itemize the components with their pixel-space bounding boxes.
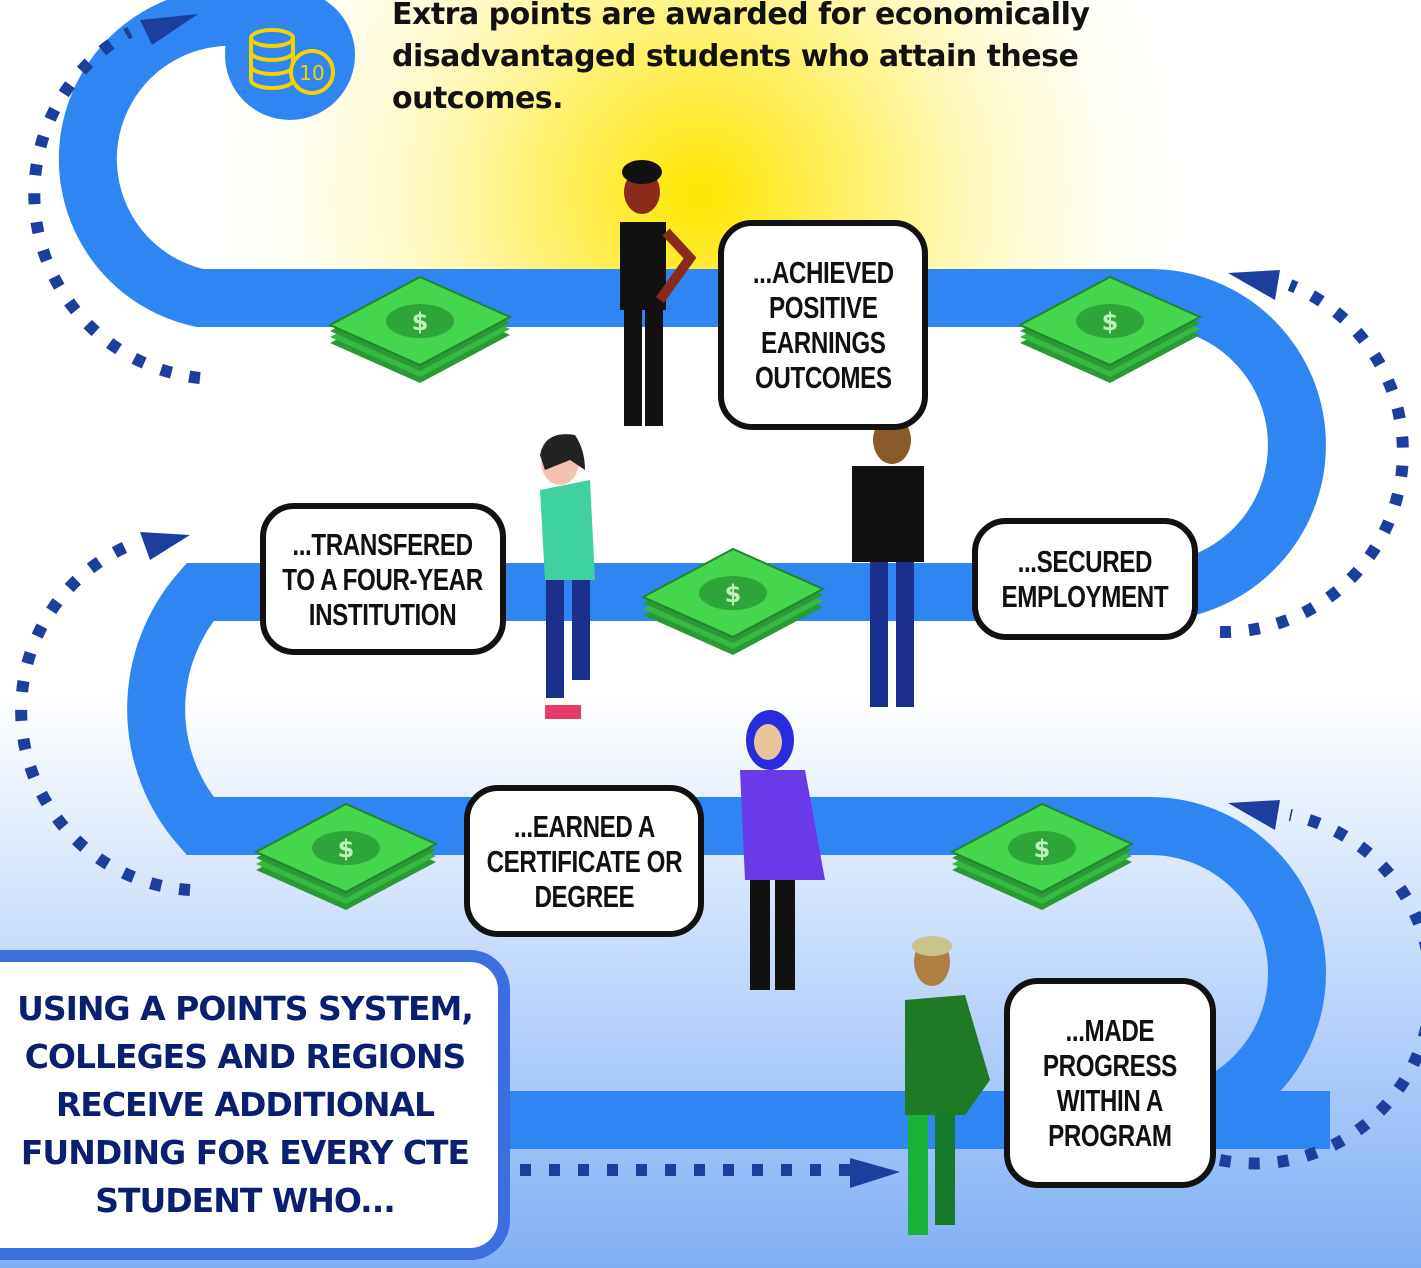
earnings-line-4: OUTCOMES	[754, 360, 892, 395]
summary-line-3: RECEIVE ADDITIONAL	[55, 1085, 435, 1124]
earnings-line-2: POSITIVE	[768, 290, 878, 325]
outcome-bubble-certificate: ...EARNED A CERTIFICATE OR DEGREE	[464, 785, 704, 937]
earnings-line-1: ...ACHIEVED	[752, 255, 894, 290]
progress-line-2: PROGRESS	[1043, 1048, 1177, 1083]
student-figure-man-green	[905, 936, 990, 1235]
progress-line-1: ...MADE	[1065, 1013, 1155, 1048]
summary-line-2: COLLEGES AND REGIONS	[24, 1037, 467, 1076]
student-figure-woman-green	[540, 434, 595, 719]
coin-badge-label: 10	[299, 61, 324, 85]
progress-line-4: PROGRAM	[1048, 1118, 1172, 1153]
extra-points-line-1: Extra points are awarded for economicall…	[392, 0, 1090, 32]
earnings-line-3: EARNINGS	[760, 325, 886, 360]
transfer-line-1: ...TRANSFERED	[292, 526, 474, 562]
student-figure-woman-hijab	[740, 710, 825, 990]
extra-points-note: Extra points are awarded for economicall…	[392, 0, 1112, 120]
coin-badge: 10	[225, 0, 355, 120]
certificate-line-1: ...EARNED A	[513, 808, 655, 844]
outcome-bubble-progress: ...MADE PROGRESS WITHIN A PROGRAM	[1004, 978, 1216, 1188]
outcome-bubble-employment: ...SECURED EMPLOYMENT	[972, 518, 1198, 640]
employment-line-2: EMPLOYMENT	[1001, 579, 1169, 614]
summary-line-1: USING A POINTS SYSTEM,	[17, 989, 474, 1028]
transfer-line-3: INSTITUTION	[309, 596, 457, 632]
student-figure-woman-glasses	[620, 160, 697, 426]
coin-stack-icon	[249, 28, 335, 95]
extra-points-line-3: outcomes.	[392, 81, 564, 116]
transfer-line-2: TO A FOUR-YEAR	[282, 561, 484, 597]
outcome-bubble-transfer: ...TRANSFERED TO A FOUR-YEAR INSTITUTION	[260, 503, 506, 655]
summary-line-4: FUNDING FOR EVERY CTE	[20, 1133, 470, 1172]
outcome-bubble-earnings: ...ACHIEVED POSITIVE EARNINGS OUTCOMES	[718, 220, 928, 430]
points-system-summary: USING A POINTS SYSTEM, COLLEGES AND REGI…	[0, 950, 510, 1260]
extra-points-line-2: disadvantaged students who attain these	[392, 39, 1079, 74]
arrowheads	[140, 14, 1280, 1188]
progress-line-3: WITHIN A	[1056, 1083, 1164, 1118]
certificate-line-3: DEGREE	[534, 878, 634, 914]
employment-line-1: ...SECURED	[1017, 544, 1153, 579]
dashed-arrow-markers	[15, 26, 1421, 1176]
summary-line-5: STUDENT WHO...	[95, 1181, 396, 1220]
certificate-line-2: CERTIFICATE OR	[486, 843, 682, 879]
student-figure-man-mustache	[852, 416, 924, 707]
